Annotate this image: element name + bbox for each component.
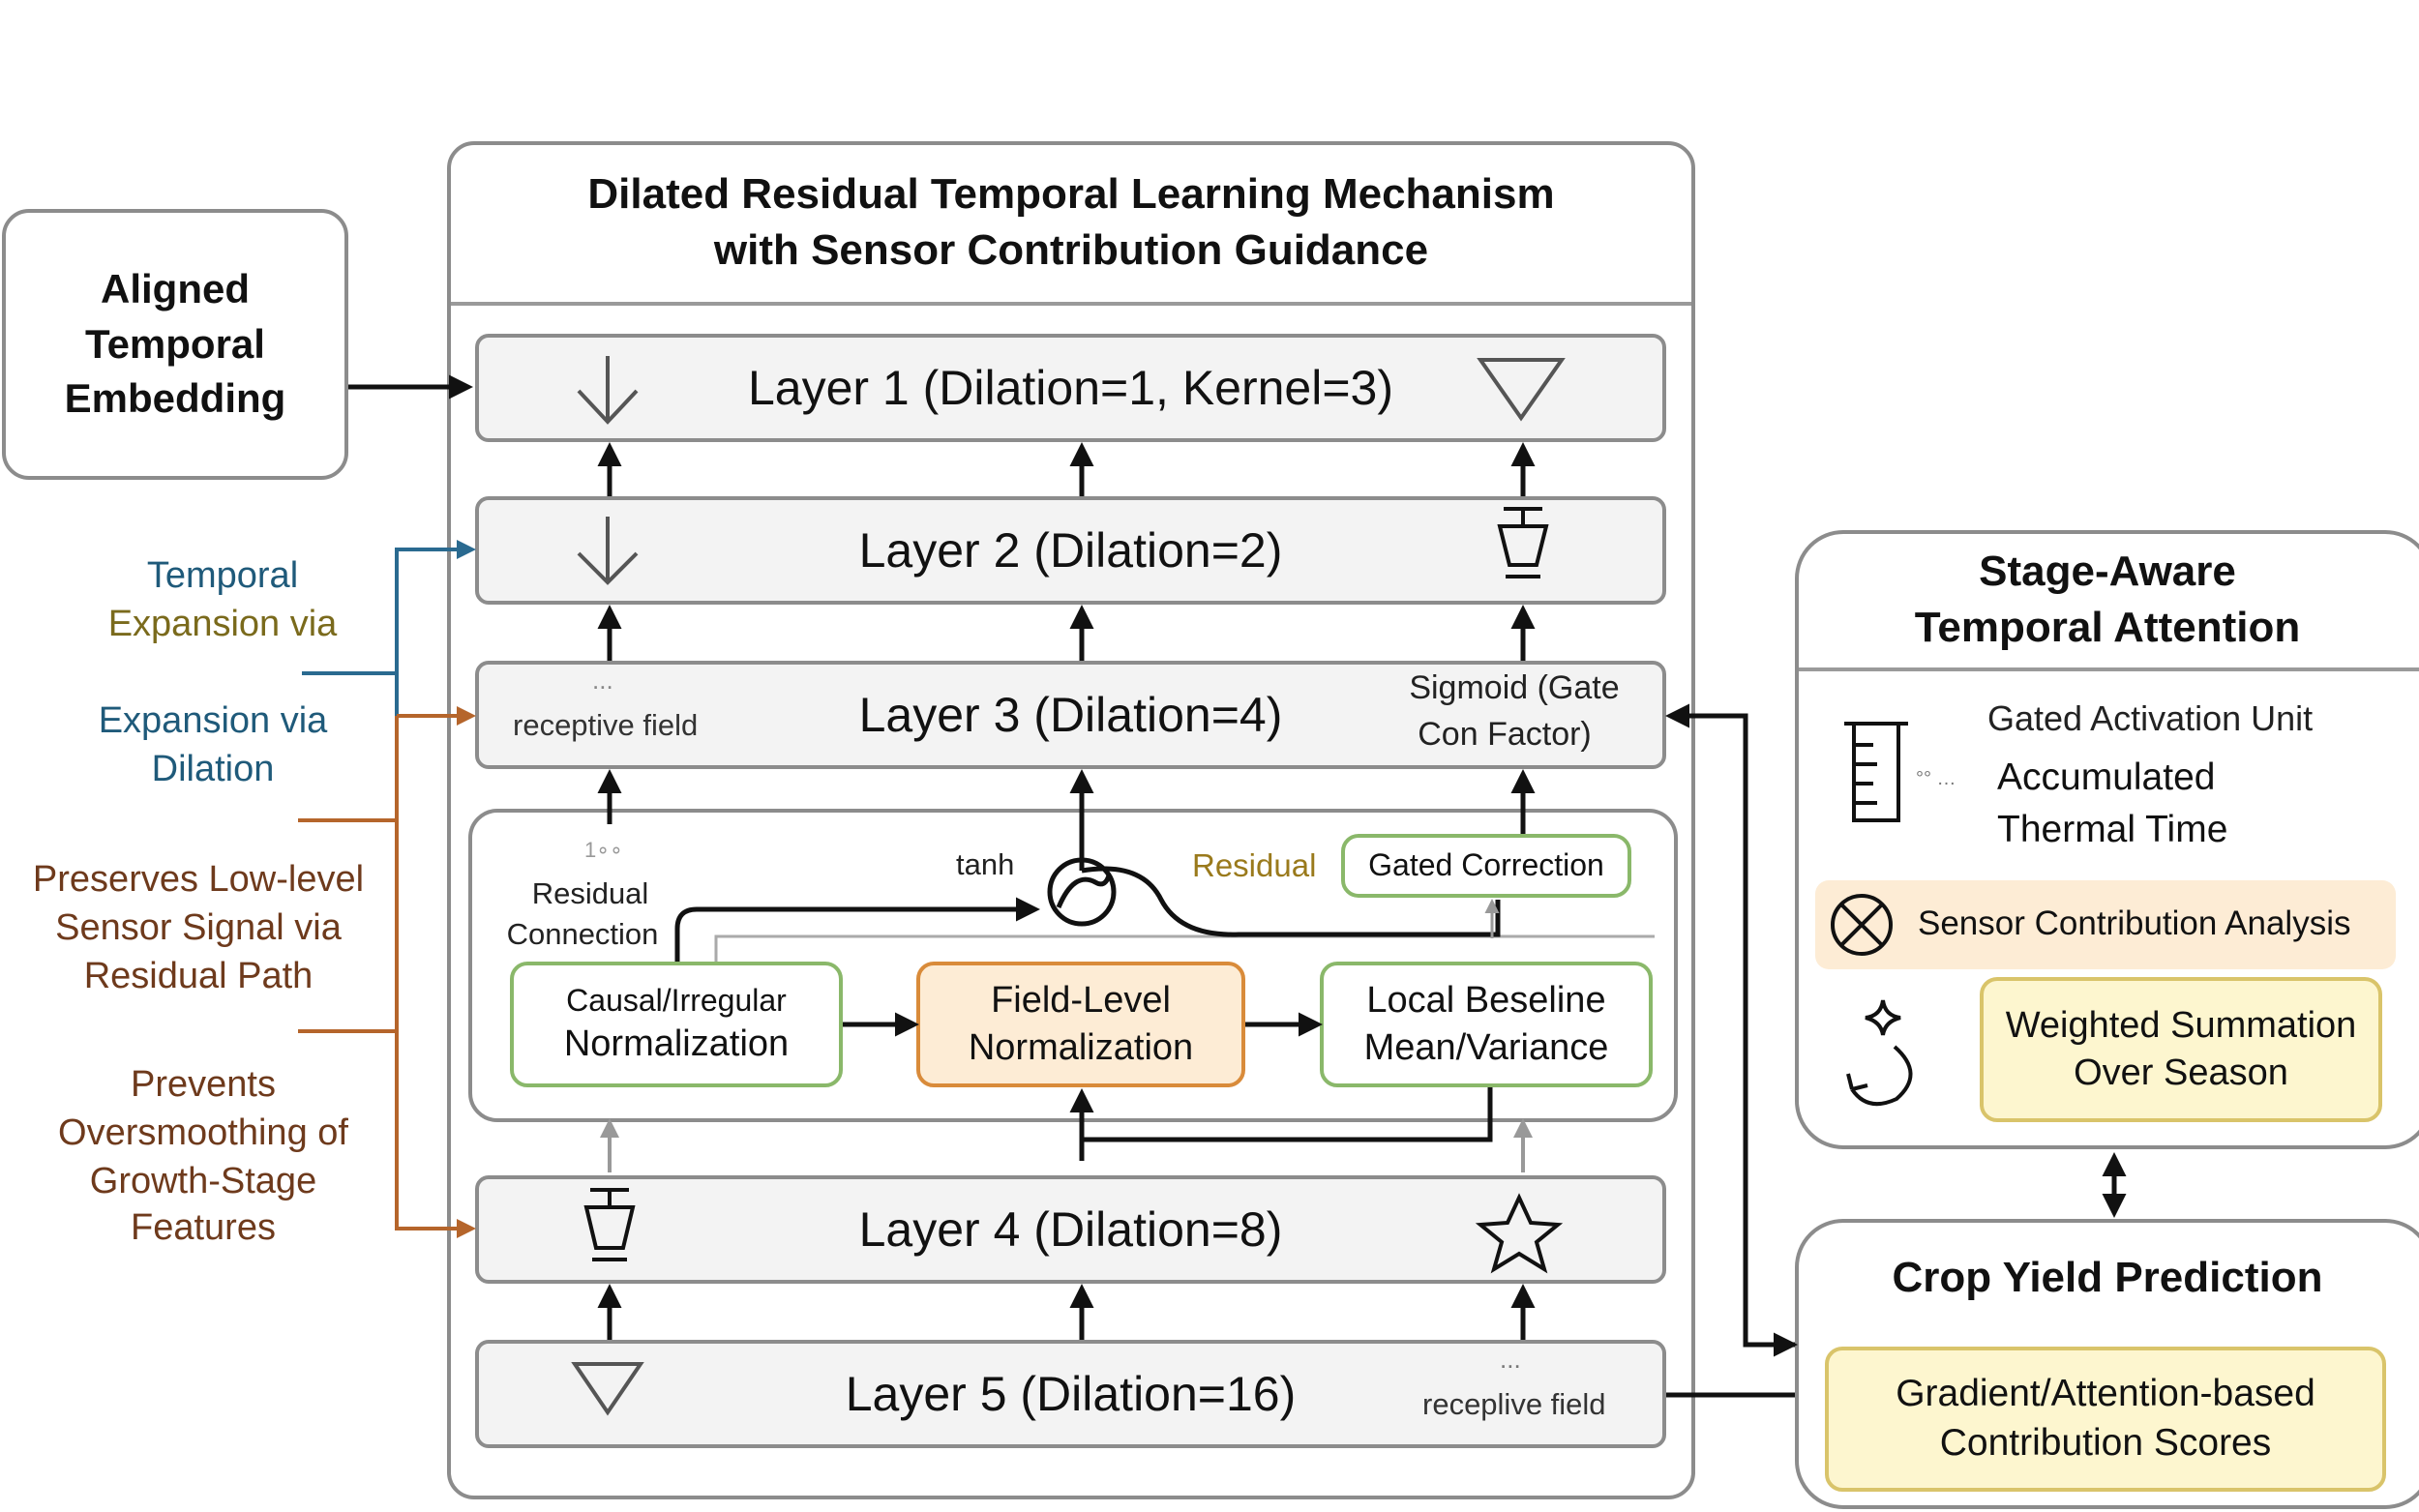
weighted-summation-line1: Weighted Summation bbox=[2005, 1004, 2357, 1046]
multiply-circle-icon bbox=[1831, 894, 1893, 956]
layer4-grey-arrows bbox=[600, 1118, 1533, 1172]
orange-bracket-trunk bbox=[395, 716, 476, 1238]
aligned-temporal-embedding-label: Aligned Temporal Embedding bbox=[64, 265, 286, 422]
layer-3-sigmoid-note-line2: Con Factor) bbox=[1418, 716, 1592, 753]
small-mark: 1∘∘ bbox=[584, 838, 623, 862]
tanh-label: tanh bbox=[956, 847, 1015, 881]
down-arrow-icon bbox=[577, 356, 639, 425]
gated-correction-label: Gated Correction bbox=[1368, 847, 1604, 883]
annotation-preserves-line3: Residual Path bbox=[83, 956, 314, 996]
layer-5-label: Layer 5 (Dilation=16) bbox=[845, 1367, 1297, 1421]
annotation-temporal-line1: Temporal bbox=[146, 555, 299, 596]
layer-4: Layer 4 (Dilation=8) bbox=[475, 1175, 1666, 1284]
aligned-temporal-embedding-box: Aligned Temporal Embedding bbox=[2, 209, 348, 480]
annotation-prevents-line3: Growth-Stage bbox=[89, 1161, 317, 1201]
residual-label: Residual bbox=[1192, 847, 1317, 883]
annotation-expansion-line1: Expansion via bbox=[98, 700, 328, 741]
attention-title-line2: Temporal Attention bbox=[1914, 604, 2301, 651]
layer-3: Layer 3 (Dilation=4) bbox=[475, 661, 1666, 769]
accumulated-thermal-time-line1: Accumulated bbox=[1997, 756, 2216, 798]
layer-3-sigmoid-note-line1: Sigmoid (Gate bbox=[1409, 669, 1620, 706]
local-feedback-path bbox=[1069, 1087, 1493, 1142]
local-baseline-box: Local Beseline Mean/Variance bbox=[1320, 962, 1653, 1087]
weighted-summation-box: Weighted Summation Over Season bbox=[1980, 977, 2382, 1122]
gated-correction-box: Gated Correction bbox=[1341, 834, 1631, 898]
layer-3-receptive-field-note: receptive field bbox=[513, 708, 699, 742]
local-baseline-line1: Local Beseline bbox=[1366, 979, 1606, 1021]
layer-5: Layer 5 (Dilation=16) bbox=[475, 1340, 1666, 1448]
layer-3-label: Layer 3 (Dilation=4) bbox=[858, 688, 1283, 742]
main-title-line2: with Sensor Contribution Guidance bbox=[713, 226, 1429, 274]
annotation-temporal-line2: Expansion via bbox=[107, 604, 338, 644]
crop-yield-prediction-title: Crop Yield Prediction bbox=[1892, 1254, 2323, 1301]
layer-2-label: Layer 2 (Dilation=2) bbox=[858, 523, 1283, 578]
layer-arrows bbox=[597, 442, 1536, 1340]
tanh-node bbox=[1047, 857, 1117, 927]
residual-connection-label-line2: Connection bbox=[506, 917, 659, 951]
local-baseline-line2: Mean/Variance bbox=[1363, 1027, 1609, 1068]
field-level-normalization-line2: Normalization bbox=[968, 1027, 1194, 1068]
residual-connection-path bbox=[674, 897, 1040, 962]
gauge-mark: °° … bbox=[1916, 768, 1956, 789]
annotation-preserves-line2: Sensor Signal via bbox=[55, 907, 342, 948]
annotation-expansion-line2: Dilation bbox=[151, 749, 275, 789]
attention-title-divider bbox=[1799, 667, 2419, 671]
annotation-prevents-line4: Features bbox=[131, 1207, 276, 1248]
sparkle-refresh-icon bbox=[1846, 999, 1913, 1107]
thermometer-gauge-icon bbox=[1844, 722, 1908, 822]
prediction-to-layer3-arrow bbox=[1665, 703, 1795, 1348]
layer-1-label: Layer 1 (Dilation=1, Kernel=3) bbox=[747, 361, 1394, 415]
down-triangle-icon bbox=[1477, 358, 1566, 422]
layer-5-receptive-field-note: receplive field bbox=[1422, 1387, 1606, 1421]
contribution-scores-line1: Gradient/Attention-based bbox=[1896, 1373, 2315, 1415]
contribution-scores-box: Gradient/Attention-based Contribution Sc… bbox=[1825, 1347, 2386, 1492]
field-level-normalization-line1: Field-Level bbox=[991, 979, 1171, 1021]
layer-4-label: Layer 4 (Dilation=8) bbox=[858, 1202, 1283, 1257]
layer-3-dots: ... bbox=[592, 666, 613, 695]
grey-skip-path bbox=[714, 934, 1655, 962]
residual-connection-label-line1: Residual bbox=[531, 876, 649, 910]
field-level-normalization-box: Field-Level Normalization bbox=[916, 962, 1245, 1087]
causal-normalization-box: Causal/Irregular Normalization bbox=[510, 962, 843, 1087]
layer-2: Layer 2 (Dilation=2) bbox=[475, 496, 1666, 605]
down-triangle-icon-2 bbox=[571, 1362, 644, 1416]
contribution-scores-line2: Contribution Scores bbox=[1939, 1422, 2272, 1464]
annotation-preserves-line1: Preserves Low-level bbox=[32, 859, 365, 900]
accumulated-thermal-time-line2: Thermal Time bbox=[1997, 809, 2228, 850]
causal-normalization-line1: Causal/Irregular bbox=[566, 982, 787, 1018]
tanh-curve bbox=[1081, 866, 1501, 937]
layer-5-dots: ... bbox=[1500, 1345, 1521, 1374]
main-title-divider bbox=[451, 302, 1691, 306]
star-icon bbox=[1475, 1193, 1564, 1274]
causal-normalization-line2: Normalization bbox=[563, 1023, 790, 1065]
down-arrow-icon-2 bbox=[577, 517, 639, 585]
blue-bracket bbox=[302, 540, 476, 675]
sensor-contribution-analysis-label: Sensor Contribution Analysis bbox=[1918, 904, 2351, 942]
attention-title-line1: Stage-Aware bbox=[1979, 548, 2236, 595]
mortar-icon-2 bbox=[583, 1188, 636, 1261]
sensor-contribution-analysis-band bbox=[1815, 880, 2396, 969]
gated-activation-unit-label: Gated Activation Unit bbox=[1987, 698, 2314, 738]
annotation-prevents-line2: Oversmoothing of bbox=[58, 1112, 348, 1153]
annotation-prevents-line1: Prevents bbox=[131, 1064, 276, 1105]
layer-1: Layer 1 (Dilation=1, Kernel=3) bbox=[475, 334, 1666, 442]
weighted-summation-line2: Over Season bbox=[2074, 1052, 2288, 1093]
mortar-icon bbox=[1497, 507, 1549, 578]
main-title-line1: Dilated Residual Temporal Learning Mecha… bbox=[587, 170, 1555, 218]
